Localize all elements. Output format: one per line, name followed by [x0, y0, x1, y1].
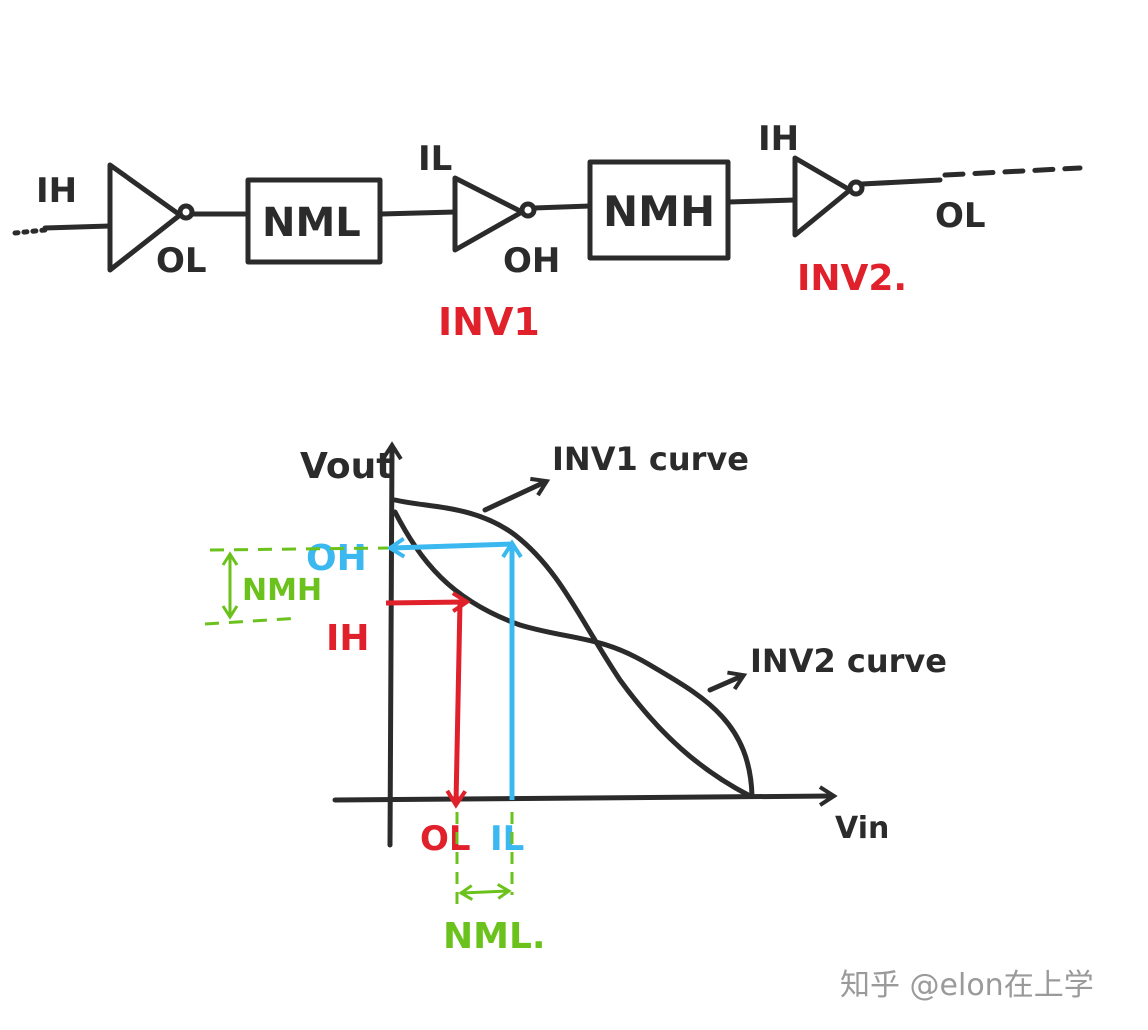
ih-label: IH	[326, 618, 370, 659]
x-axis-label: Vin	[835, 811, 889, 846]
output-wire	[859, 177, 943, 187]
inverter-0-output-label: OL	[156, 241, 207, 281]
inv1-curve-pointer-arrow	[482, 476, 551, 513]
nml-box-label: NML	[262, 200, 361, 246]
inv1-curve-label: INV1 curve	[552, 440, 749, 478]
watermark: 知乎 @elon在上学	[840, 968, 1094, 1003]
inverter-chain: IH OL NML IL OH INV1 NMH IH OL INV2.	[12, 119, 1083, 344]
inv1-curve	[392, 497, 753, 799]
wire	[377, 209, 458, 217]
nmh-box-label: NMH	[603, 187, 715, 236]
input-ih-label: IH	[36, 171, 77, 211]
inv1-input-label: IL	[418, 139, 452, 179]
nml-label: NML.	[443, 916, 546, 957]
nml-double-arrow	[458, 883, 512, 901]
oh-label: OH	[306, 538, 367, 579]
vtc-graph: Vout Vin INV1 curve INV2 curve OH IL IH …	[204, 440, 947, 957]
y-axis-label: Vout	[300, 446, 393, 487]
il-label: IL	[490, 819, 524, 859]
nmh-label: NMH	[242, 573, 322, 608]
nmh-box	[587, 159, 731, 261]
output-dashed-wire	[942, 165, 1083, 178]
inv2-name: INV2.	[797, 258, 907, 299]
inverter-1	[452, 175, 525, 253]
wire	[725, 197, 798, 205]
inv2-curve-label: INV2 curve	[750, 642, 947, 680]
ih-horizontal-arrow	[385, 591, 471, 613]
inv1-name: INV1	[438, 300, 540, 344]
inv2-curve-pointer-arrow	[707, 670, 748, 693]
inverter-2	[792, 155, 853, 238]
inv2-input-label: IH	[758, 119, 799, 159]
nmh-top-dashed-line	[209, 546, 389, 552]
inverter-2-bubble	[847, 179, 865, 197]
ol-vertical-arrow	[445, 601, 467, 809]
wire	[531, 203, 593, 211]
nmh-bottom-dashed-line	[204, 616, 301, 626]
inv2-output-label: OL	[935, 196, 986, 236]
oh-horizontal-arrow	[386, 536, 513, 559]
x-axis	[332, 785, 838, 807]
y-axis	[381, 441, 403, 848]
inv2-curve	[392, 509, 755, 799]
inverter-0	[107, 162, 183, 273]
input-wire	[42, 223, 113, 231]
input-dotted-wire	[12, 227, 48, 236]
inverter-1-bubble	[519, 201, 537, 219]
nml-box	[245, 177, 383, 265]
inv1-output-label: OH	[503, 241, 560, 281]
ol-label: OL	[420, 819, 471, 859]
inverter-0-bubble	[177, 203, 195, 221]
